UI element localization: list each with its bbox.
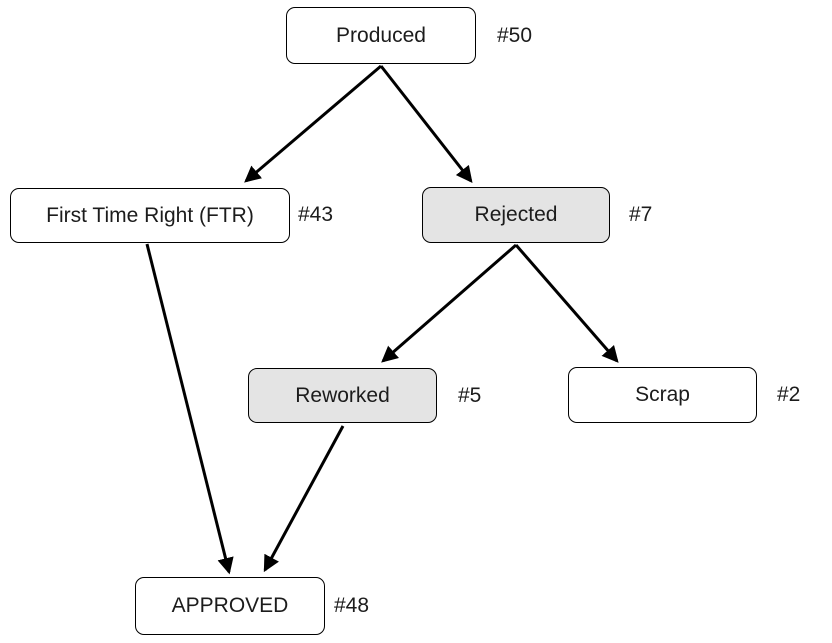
node-first-time-right-label: First Time Right (FTR) — [46, 203, 254, 227]
node-scrap-label: Scrap — [635, 383, 690, 406]
node-scrap: Scrap — [568, 367, 757, 423]
edge-ftr-approved — [145, 243, 234, 575]
node-produced: Produced — [286, 7, 476, 64]
node-approved-label: APPROVED — [171, 594, 289, 617]
count-rejected: #7 — [629, 203, 653, 226]
edge-rejected-reworked — [381, 243, 517, 363]
node-reworked: Reworked — [248, 368, 437, 423]
node-reworked-label: Reworked — [295, 383, 390, 407]
count-first-time-right: #43 — [298, 203, 334, 226]
count-scrap: #2 — [777, 383, 801, 406]
edge-reworked-approved — [263, 425, 345, 573]
node-first-time-right: First Time Right (FTR) — [10, 188, 290, 243]
node-produced-label: Produced — [336, 23, 426, 47]
node-rejected: Rejected — [422, 187, 610, 243]
count-produced: #50 — [497, 24, 533, 47]
count-reworked: #5 — [458, 384, 482, 407]
edge-produced-rejected — [379, 65, 473, 183]
node-rejected-label: Rejected — [474, 203, 558, 226]
node-approved: APPROVED — [135, 577, 325, 635]
edge-rejected-scrap — [514, 244, 619, 363]
count-approved: #48 — [334, 594, 370, 617]
edge-produced-ftr — [244, 64, 382, 183]
